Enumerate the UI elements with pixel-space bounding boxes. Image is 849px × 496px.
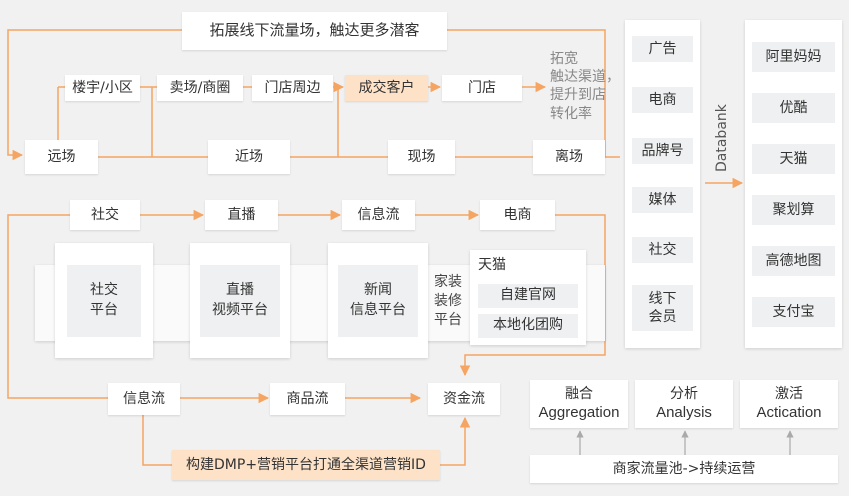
channel-social: 社交 <box>632 237 693 263</box>
home-platform-label: 家装 装修 平台 <box>434 274 462 328</box>
partner-column <box>745 20 842 348</box>
tmall-title: 天猫 <box>478 257 506 273</box>
node-converted-customer: 成交客户 <box>345 75 428 101</box>
news-platform-card: 新闻 信息平台 <box>328 243 428 358</box>
channel-ecommerce: 电商 <box>632 87 693 113</box>
bottom-goods-flow: 商品流 <box>270 383 345 415</box>
partner-alipay: 支付宝 <box>752 297 835 327</box>
dmp-box: 构建DMP+营销平台打通全渠道营销ID <box>172 450 440 480</box>
stage-activation-en: Actication <box>756 404 822 422</box>
bottom-funds-flow: 资金流 <box>428 383 500 415</box>
channel-media: 媒体 <box>632 187 693 213</box>
stage-aggregation-cn: 融合 <box>565 386 593 403</box>
side-note: 拓宽 触达渠道， 提升到店 转化率 <box>550 51 620 122</box>
partner-youku: 优酷 <box>752 93 835 123</box>
social-platform: 社交 平台 <box>67 265 141 337</box>
flow-social: 社交 <box>70 200 140 230</box>
node-on-site: 现场 <box>388 140 455 174</box>
node-mall: 卖场/商圈 <box>157 75 243 101</box>
live-video-platform: 直播 视频平台 <box>200 265 280 337</box>
databank-label: Databank <box>714 104 730 172</box>
stage-aggregation: 融合 Aggregation <box>530 380 628 428</box>
social-platform-card: 社交 平台 <box>55 243 153 358</box>
channel-brand: 品牌号 <box>632 138 693 164</box>
partner-juhuasuan: 聚划算 <box>752 195 835 225</box>
flow-ecommerce: 电商 <box>480 200 555 230</box>
channel-offline-member: 线下 会员 <box>632 285 693 331</box>
tmall-card: 天猫 自建官网 本地化团购 <box>470 250 586 345</box>
news-info-platform: 新闻 信息平台 <box>338 265 418 337</box>
flow-live: 直播 <box>205 200 278 230</box>
partner-amap: 高德地图 <box>752 246 835 276</box>
top-title: 拓展线下流量场，触达更多潜客 <box>182 12 447 50</box>
stage-analysis-cn: 分析 <box>670 386 698 403</box>
partner-tmall: 天猫 <box>752 144 835 174</box>
node-store-surrounding: 门店周边 <box>252 75 333 101</box>
node-store: 门店 <box>442 75 522 101</box>
flow-info: 信息流 <box>342 200 415 230</box>
stage-activation-cn: 激活 <box>775 386 803 403</box>
node-off-site: 离场 <box>533 140 605 174</box>
stage-analysis: 分析 Analysis <box>635 380 733 428</box>
node-far-field: 远场 <box>25 140 98 174</box>
tmall-official-site: 自建官网 <box>478 284 578 308</box>
live-platform-card: 直播 视频平台 <box>190 243 290 358</box>
bottom-info-flow: 信息流 <box>108 383 180 415</box>
stage-activation: 激活 Actication <box>740 380 838 428</box>
partner-alimama: 阿里妈妈 <box>752 42 835 72</box>
stage-aggregation-en: Aggregation <box>538 404 620 422</box>
stage-analysis-en: Analysis <box>656 404 712 422</box>
node-building: 楼宇/小区 <box>65 75 140 101</box>
tmall-local-group-buy: 本地化团购 <box>478 314 578 338</box>
traffic-pool: 商家流量池->持续运营 <box>530 455 838 483</box>
channel-ad: 广告 <box>632 36 693 62</box>
node-near-field: 近场 <box>208 140 290 174</box>
